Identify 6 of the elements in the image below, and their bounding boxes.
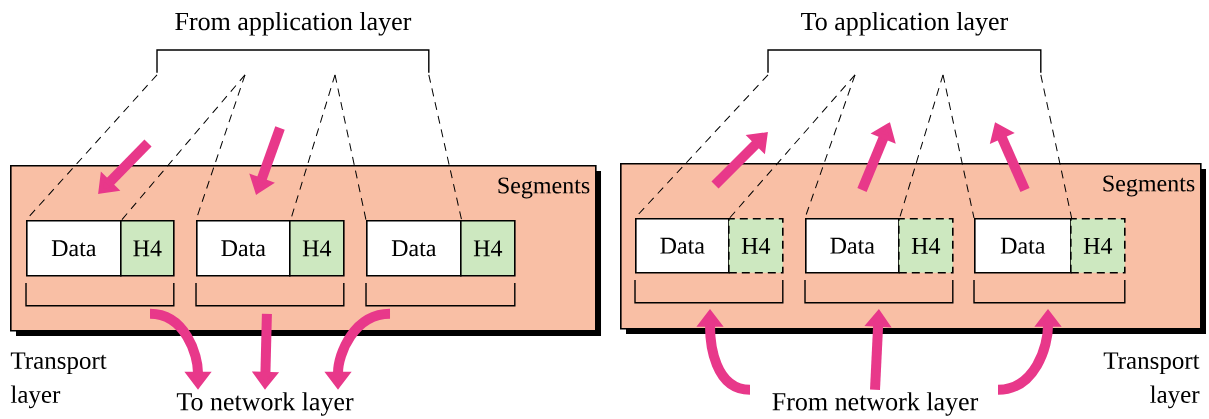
- layer-label: From network layer: [772, 392, 979, 416]
- layer-label: To network layer: [176, 392, 354, 416]
- layer-label: Transport layer: [1103, 352, 1200, 409]
- layer-label: To application layer: [801, 11, 1008, 36]
- layer-label: From application layer: [175, 11, 412, 36]
- layer-label: Transport layer: [10, 352, 107, 409]
